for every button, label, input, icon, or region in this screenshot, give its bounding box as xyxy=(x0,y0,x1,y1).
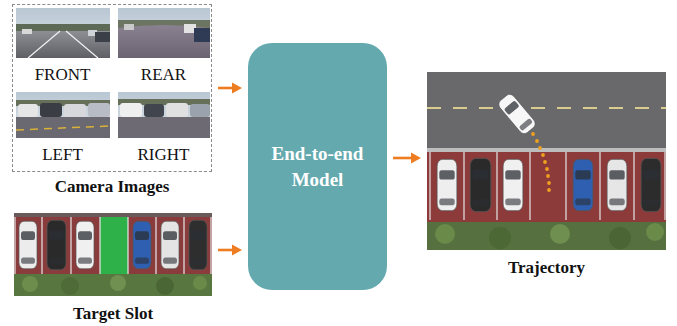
group-heading: Camera Images xyxy=(13,178,211,195)
arrow-shaft xyxy=(393,157,413,160)
panel-caption: Trajectory xyxy=(427,259,666,276)
camera-view: FRONT xyxy=(16,8,110,83)
camera-label: RIGHT xyxy=(118,146,210,163)
arrow-head xyxy=(232,245,242,256)
rear-camera-image xyxy=(118,8,210,58)
arrow-shaft xyxy=(218,87,234,90)
camera-view: LEFT xyxy=(16,92,110,163)
target-slot-image xyxy=(14,213,212,296)
trajectory-panel: Trajectory xyxy=(427,72,666,276)
camera-label: LEFT xyxy=(16,146,110,163)
target-slot-panel: Target Slot xyxy=(14,213,212,322)
flow-arrow xyxy=(393,153,421,164)
left-camera-image xyxy=(16,92,110,138)
camera-label: FRONT xyxy=(16,66,110,83)
camera-group-box: Camera ImagesFRONTREARLEFTRIGHT xyxy=(12,4,212,172)
camera-view: REAR xyxy=(118,8,210,83)
right-camera-image xyxy=(118,92,210,138)
model-label: End-to-end Model xyxy=(258,141,377,192)
flow-arrow xyxy=(218,83,242,94)
camera-label: REAR xyxy=(118,66,210,83)
model-box: End-to-end Model xyxy=(248,43,387,290)
trajectory-image xyxy=(427,72,666,250)
arrow-head xyxy=(411,153,421,164)
camera-view: RIGHT xyxy=(118,92,210,163)
arrow-head xyxy=(232,83,242,94)
front-camera-image xyxy=(16,8,110,58)
panel-caption: Target Slot xyxy=(14,305,212,322)
arrow-shaft xyxy=(218,249,234,252)
flow-arrow xyxy=(218,245,242,256)
